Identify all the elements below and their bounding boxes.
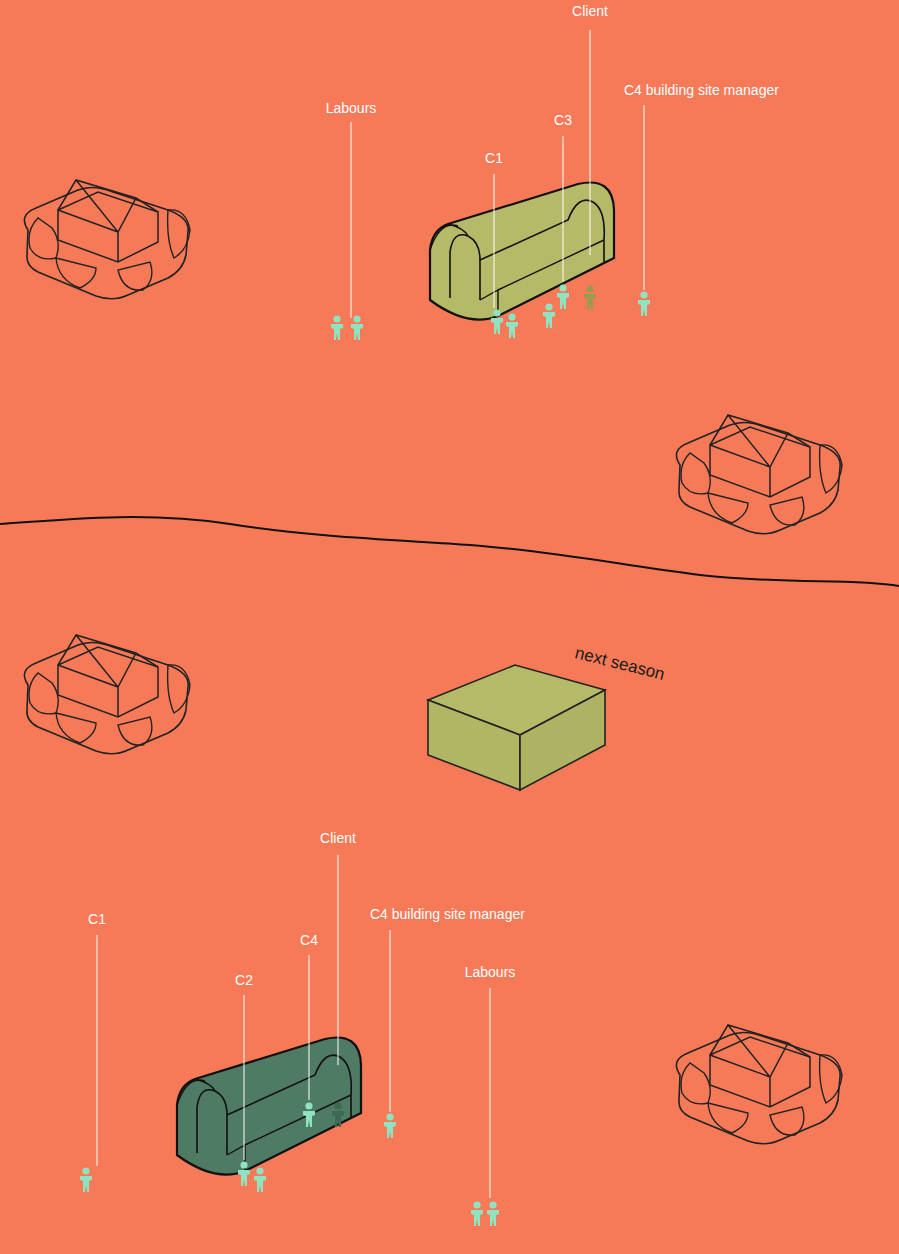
site-manager-label: C4 building site manager: [624, 82, 779, 99]
season-divider-label: next season: [573, 644, 666, 683]
contractor-label: C3: [554, 112, 572, 129]
labours-label: Labours: [465, 964, 516, 981]
contractor-label: C2: [235, 972, 253, 989]
contractor-label: C4: [300, 932, 318, 949]
labours-label: Labours: [326, 100, 377, 117]
client-label: Client: [320, 830, 356, 847]
site-manager-label: C4 building site manager: [370, 906, 525, 923]
contractor-label: C1: [485, 150, 503, 167]
contractor-label: C1: [88, 911, 106, 928]
client-label: Client: [572, 3, 608, 20]
